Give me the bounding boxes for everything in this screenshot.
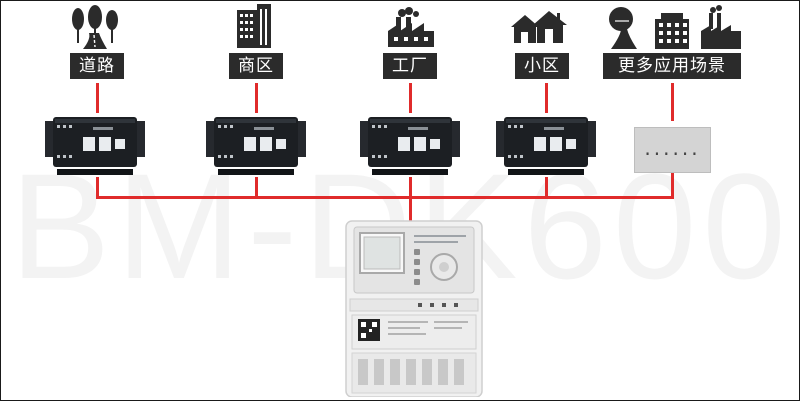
road-trees-icon (72, 5, 118, 49)
connector-line (255, 177, 258, 199)
connector-line (96, 83, 99, 113)
more-devices-placeholder: ...... (634, 127, 711, 173)
bus-line (96, 196, 674, 199)
connector-line (545, 177, 548, 199)
edge-gateway-device (45, 117, 145, 175)
connector-line (409, 83, 412, 113)
main-concentrator-meter (345, 220, 483, 397)
office-building-icon (237, 4, 271, 48)
scene-label-commercial: 商区 (229, 53, 283, 79)
edge-gateway-device (496, 117, 596, 175)
factory-icon (388, 7, 434, 47)
city-skyline-icon (609, 5, 741, 49)
edge-gateway-device (360, 117, 460, 175)
connector-line (671, 171, 674, 199)
connector-line (255, 83, 258, 113)
houses-icon (511, 11, 567, 43)
edge-gateway-device (206, 117, 306, 175)
connector-line (671, 83, 674, 121)
connector-line (409, 177, 412, 221)
connector-line (96, 177, 99, 199)
scene-label-residential: 小区 (515, 53, 569, 79)
scene-label-road: 道路 (70, 53, 124, 79)
scene-label-factory: 工厂 (383, 53, 437, 79)
connector-line (545, 83, 548, 113)
scene-label-more: 更多应用场景 (603, 53, 741, 79)
